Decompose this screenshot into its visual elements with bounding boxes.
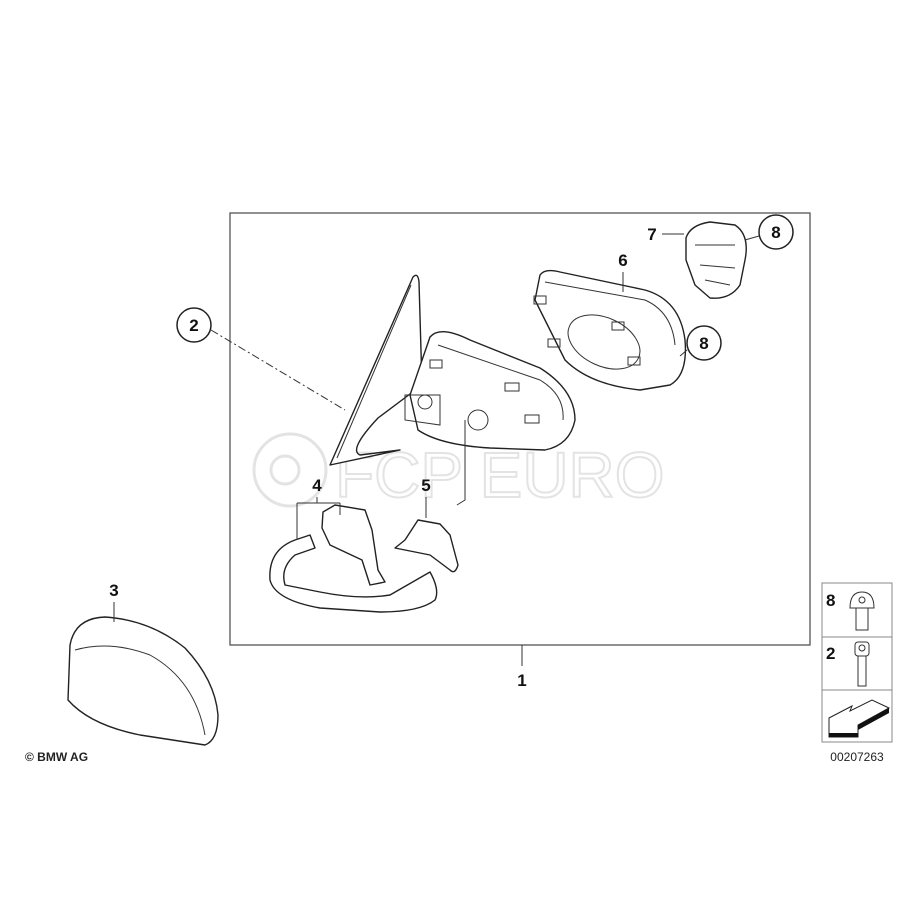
legend-item-2-number: 2	[826, 644, 835, 663]
socket-head-screw-icon	[854, 641, 870, 687]
callout-6: 6	[618, 251, 628, 292]
callout-7-label: 7	[647, 225, 656, 244]
callout-8-top: 8	[744, 214, 794, 250]
copyright-text: © BMW AG	[25, 750, 88, 764]
turn-signal-part	[269, 504, 438, 613]
callout-2: 2	[176, 307, 346, 411]
callout-7: 7	[647, 225, 684, 244]
callout-5: 5	[421, 476, 431, 518]
watermark-text: FCP EURO	[335, 439, 665, 511]
watermark: FCP EURO	[252, 432, 666, 512]
callout-6-label: 6	[618, 251, 627, 270]
callout-8-middle: 8	[679, 325, 722, 361]
assembly-frame	[229, 212, 811, 646]
mirror-base-part	[329, 274, 423, 466]
mirror-glass-part	[533, 269, 687, 391]
mirror-motor-part	[685, 221, 747, 299]
callout-8-middle-label: 8	[699, 334, 708, 353]
callout-5-label: 5	[421, 476, 430, 495]
arrow-icon	[828, 699, 891, 738]
callout-3-label: 3	[109, 581, 118, 600]
callout-3: 3	[109, 581, 119, 622]
mirror-cap-part	[67, 616, 219, 746]
diagram-number: 00207263	[830, 750, 884, 764]
lower-cover-part	[394, 519, 459, 573]
callout-1: 1	[517, 645, 527, 690]
mirror-housing-part	[404, 331, 576, 506]
callout-1-label: 1	[517, 671, 526, 690]
callout-4-label: 4	[312, 476, 322, 495]
hardware-legend: 8 2	[821, 582, 893, 743]
legend-item-8-number: 8	[826, 591, 835, 610]
button-head-screw-icon	[849, 591, 875, 631]
callout-4: 4	[296, 476, 341, 540]
callout-8-top-label: 8	[771, 223, 780, 242]
callout-2-label: 2	[189, 316, 198, 335]
